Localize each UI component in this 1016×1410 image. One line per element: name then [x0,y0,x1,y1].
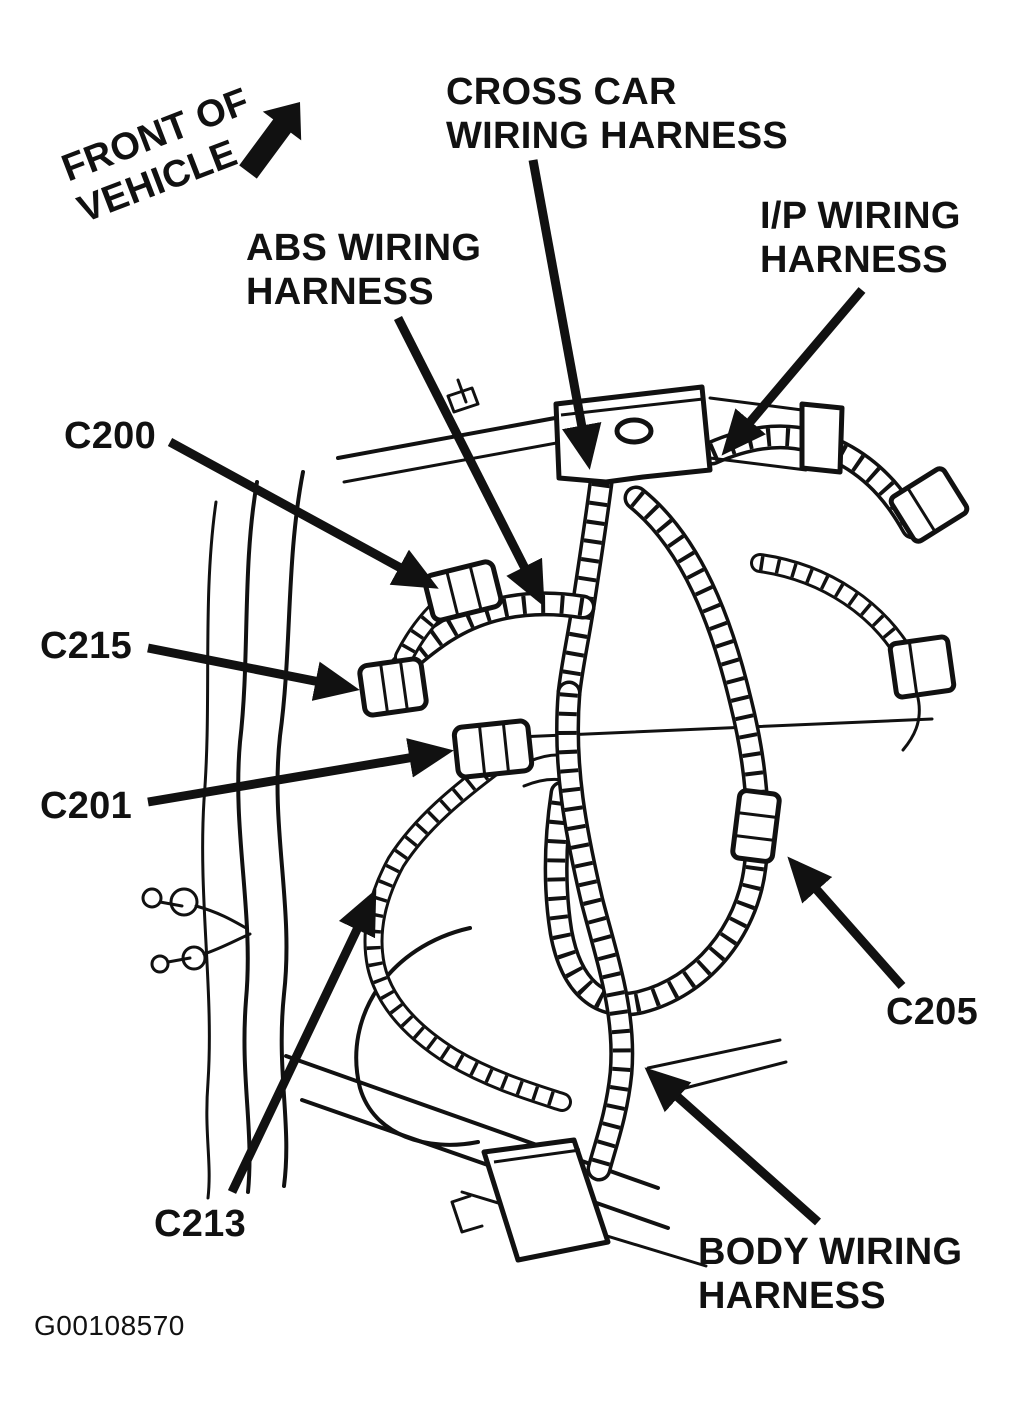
label-cross-car-harness: CROSS CAR WIRING HARNESS [446,71,788,158]
arrow-abs [393,315,545,607]
label-c213: C213 [154,1203,247,1245]
label-c205: C205 [886,991,979,1033]
arrow-c213 [227,888,377,1194]
arrow-body [644,1067,821,1226]
label-body-harness: BODY WIRING HARNESS [698,1231,963,1318]
label-ip-harness: I/P WIRING HARNESS [760,195,961,282]
connector-c200-shape [422,559,504,623]
connector-ip-shape [888,466,970,544]
figure-code: G00108570 [34,1310,185,1341]
arrow-cross-car [528,159,602,470]
ip-pigtail-wire [901,696,921,752]
label-c215: C215 [40,625,133,667]
arrow-c205 [787,856,906,989]
arrow-ip [721,287,866,456]
body-harness-tube [568,693,622,1169]
door-pillar-lines [201,470,305,1200]
label-c200: C200 [64,415,157,457]
connector-c201-shape [451,718,535,780]
label-c201: C201 [40,785,133,827]
floor-bracket [450,1137,611,1263]
label-abs-harness: ABS WIRING HARNESS [246,227,482,314]
arrow-c215 [147,643,360,701]
ip-harness-branch-tube [760,563,903,652]
front-of-vehicle-arrow [239,102,302,179]
arrow-c201 [147,738,454,807]
connector-c215-shape [357,656,429,718]
connector-c205-shape [730,788,782,864]
door-conduit-wires [141,887,252,974]
arrow-c200 [167,438,439,589]
body-harness-branch-tube [373,763,562,1102]
callout-arrows [147,102,906,1226]
connector-ip-branch-shape [887,634,957,700]
cross-car-harness-tube [569,483,601,693]
